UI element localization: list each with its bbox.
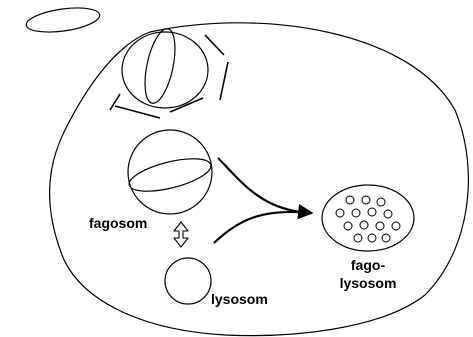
granule	[376, 222, 384, 230]
lysosome	[165, 258, 211, 304]
engulfing-phagosome	[110, 26, 228, 118]
engulfed-particle	[139, 26, 180, 106]
granule	[362, 196, 370, 204]
pseudopod-line	[170, 98, 203, 112]
label-phagolysosome-line2: lysosom	[340, 275, 397, 291]
phagolysosome	[322, 185, 414, 251]
label-phagosome: fagosom	[89, 215, 147, 231]
pseudopod-line	[220, 62, 228, 100]
pseudopod-line	[205, 35, 224, 55]
granule	[382, 234, 390, 242]
granule	[392, 222, 400, 230]
granule	[354, 234, 362, 242]
label-lysosome: lysosom	[211, 291, 268, 307]
engulfing-vesicle	[122, 32, 208, 108]
pseudopod-line	[115, 106, 160, 118]
granule	[368, 208, 376, 216]
granule	[377, 198, 385, 206]
phagosome-particle	[126, 152, 214, 198]
phagolysosome-granules	[336, 196, 400, 242]
granule	[336, 209, 344, 217]
label-phagolysosome-line1: fago-	[351, 257, 386, 273]
double-arrow-icon	[174, 222, 188, 247]
granule	[384, 210, 392, 218]
granule	[368, 234, 376, 242]
granule	[346, 196, 354, 204]
fusion-arrow-from-lysosome	[214, 212, 312, 243]
granule	[352, 209, 360, 217]
phagosome	[126, 130, 214, 214]
granule	[344, 222, 352, 230]
cell-membrane	[50, 23, 469, 336]
fusion-arrow-from-phagosome	[218, 158, 300, 212]
granule	[360, 221, 368, 229]
phagolysosome-vesicle	[322, 185, 414, 251]
bacterium-outside	[25, 4, 101, 36]
